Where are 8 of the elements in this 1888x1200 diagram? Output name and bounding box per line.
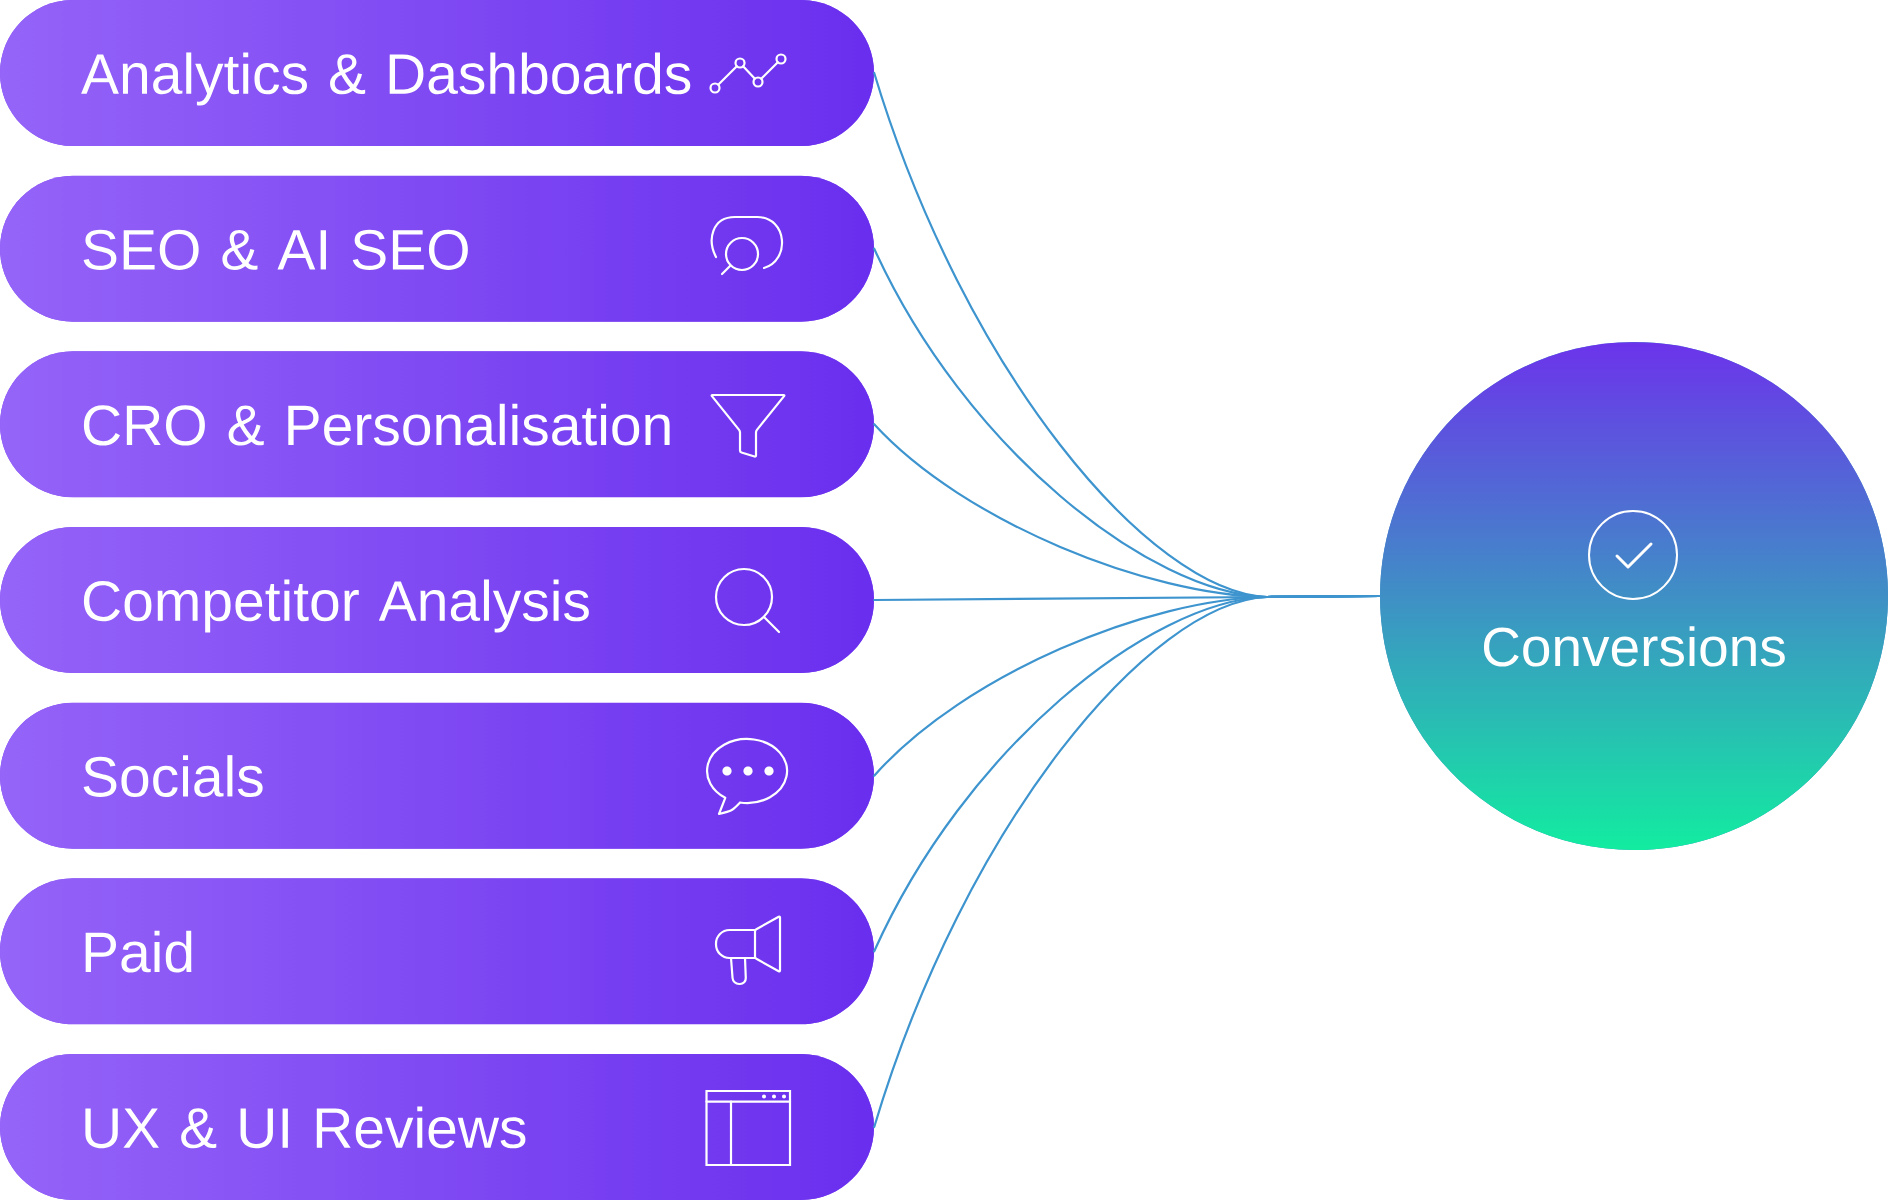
category-pill: CRO & Personalisation — [0, 351, 874, 498]
connector-line — [873, 594, 1381, 1129]
category-pill: Paid — [0, 878, 874, 1025]
category-pill: Socials — [0, 702, 874, 849]
category-pill: Competitor Analysis — [0, 527, 874, 673]
category-pill: UX & UI Reviews — [0, 1054, 874, 1200]
category-pill: SEO & AI SEO — [0, 175, 874, 322]
category-pill: Analytics & Dashboards — [0, 0, 874, 146]
